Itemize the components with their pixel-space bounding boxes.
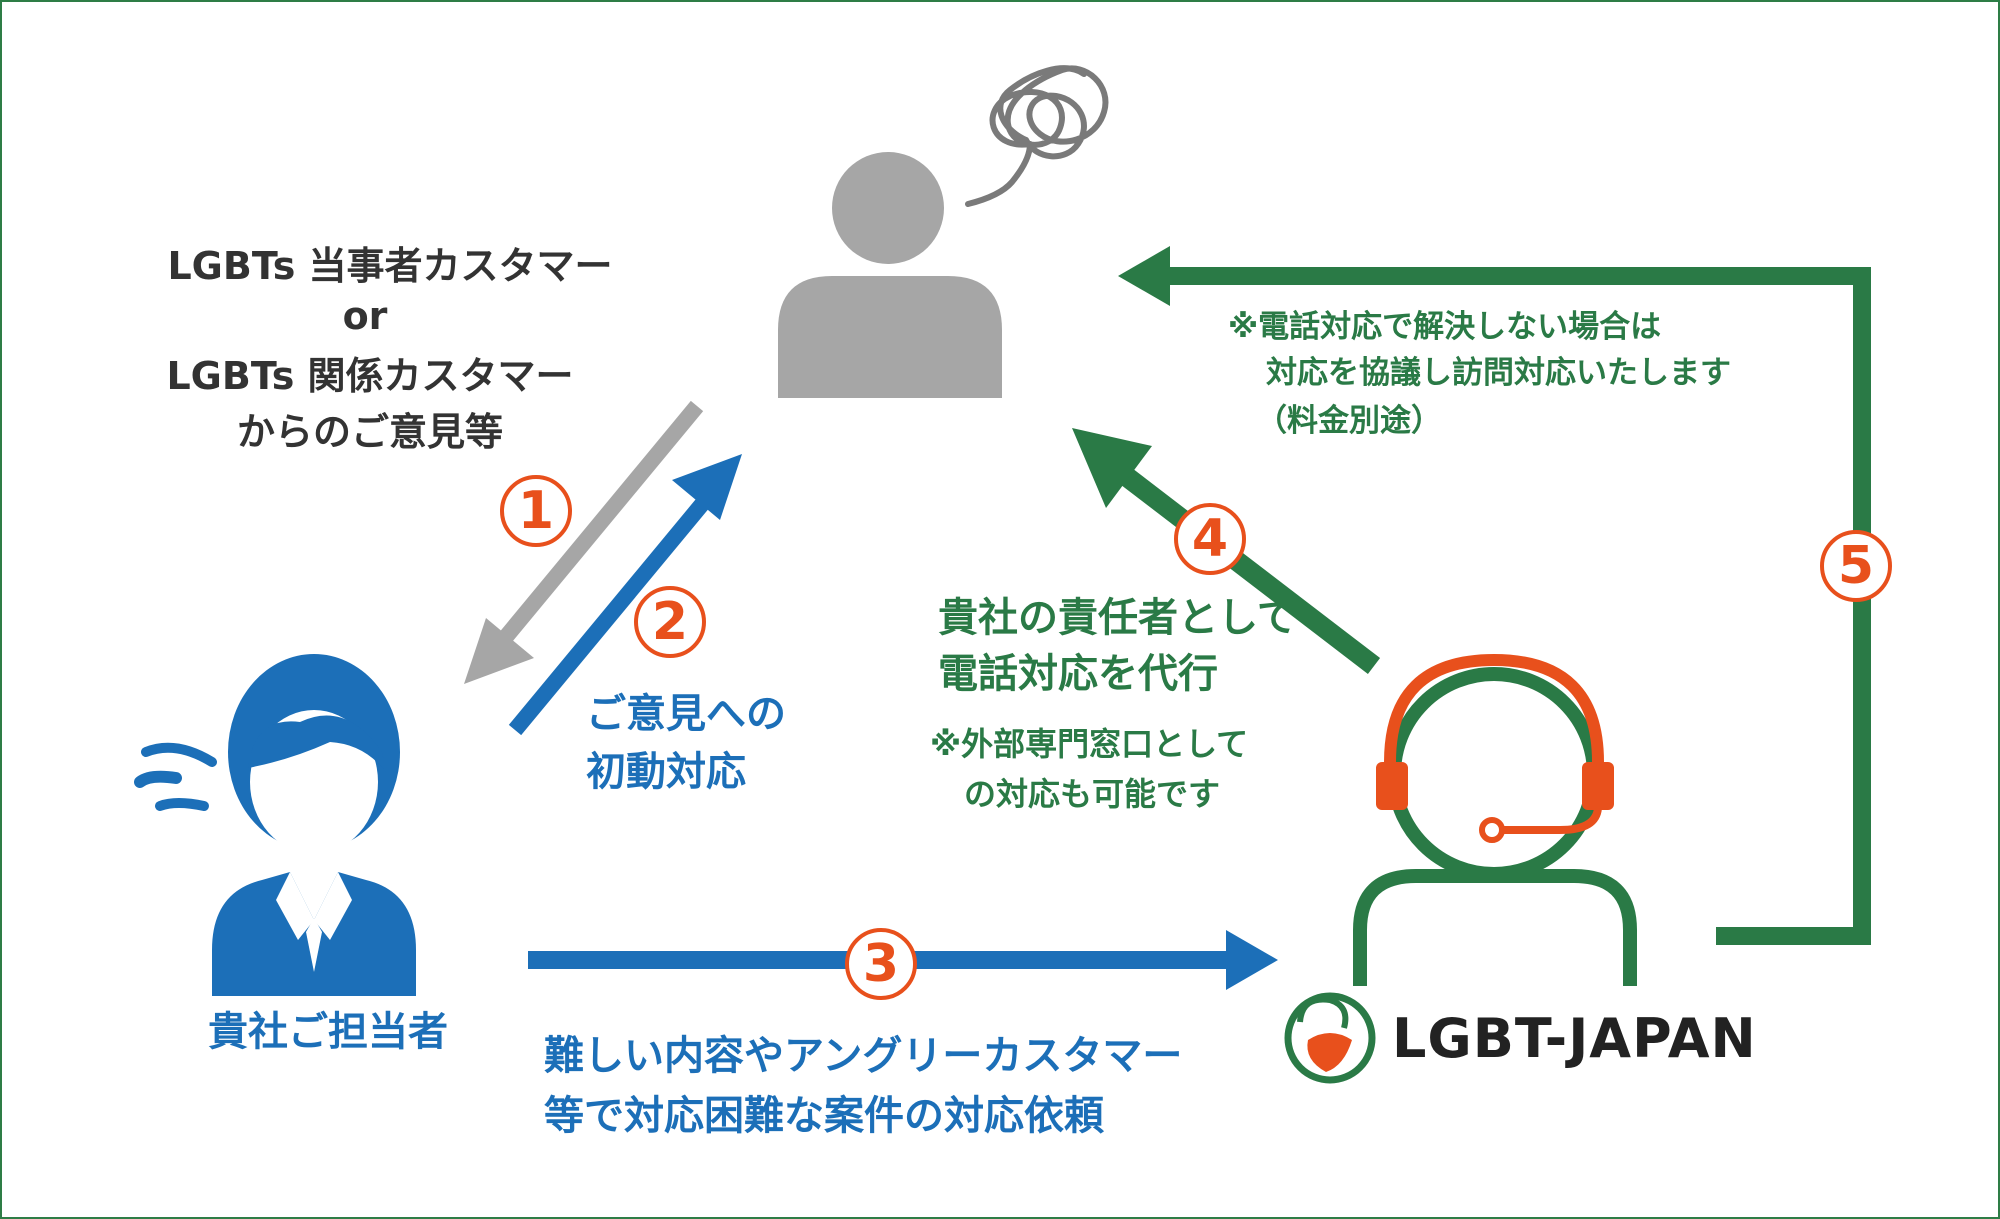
step-number-3: 3 — [845, 928, 917, 1000]
customer-label-line4: からのご意見等 — [236, 410, 503, 454]
customer-label-line3: LGBTs 関係カスタマー — [166, 354, 574, 398]
customer-person-icon — [778, 152, 1002, 398]
step2-text-line2: 初動対応 — [586, 749, 746, 795]
step-number-1: 1 — [500, 475, 572, 547]
confused-thought-icon — [965, 65, 1109, 207]
staff-person-icon — [134, 654, 416, 996]
customer-label-line2: or — [342, 294, 388, 338]
step5-note-line3: （料金別途） — [1256, 403, 1442, 439]
step4-note-line2: の対応も可能です — [964, 775, 1221, 813]
step5-arrow — [1118, 246, 1871, 945]
step4-text-line1: 貴社の責任者として — [938, 595, 1297, 641]
step2-arrow — [508, 454, 742, 736]
operator-headset-icon — [1353, 653, 1637, 986]
step2-text-line1: ご意見への — [586, 691, 786, 737]
step1-arrow — [464, 400, 704, 684]
step-number-4: 4 — [1174, 503, 1246, 575]
lgbt-japan-logo-text: LGBT-JAPAN — [1392, 1007, 1757, 1070]
customer-label-line1: LGBTs 当事者カスタマー — [167, 244, 613, 288]
step3-text-line1: 難しい内容やアングリーカスタマー — [544, 1033, 1183, 1079]
step5-note-line1: ※電話対応で解決しない場合は — [1228, 309, 1662, 345]
staff-label: 貴社ご担当者 — [208, 1009, 448, 1055]
step4-arrow — [1072, 428, 1381, 674]
lgbt-japan-logo-icon — [1284, 992, 1376, 1084]
step-number-2: 2 — [634, 586, 706, 658]
step5-note-line2: 対応を協議し訪問対応いたします — [1266, 355, 1731, 391]
step-number-5: 5 — [1820, 530, 1892, 602]
step4-note-line1: ※外部専門窓口として — [930, 725, 1249, 763]
step4-text-line2: 電話対応を代行 — [938, 651, 1218, 697]
step3-text-line2: 等で対応困難な案件の対応依頼 — [544, 1093, 1104, 1139]
